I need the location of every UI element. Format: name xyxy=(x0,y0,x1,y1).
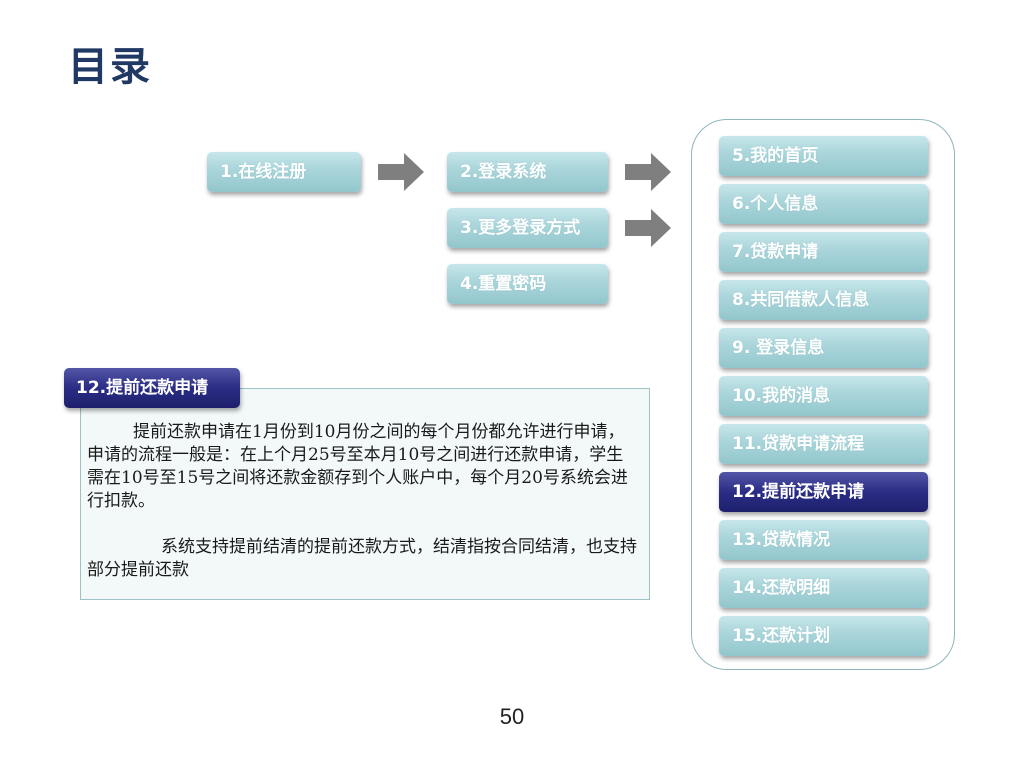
description-paragraph: 提前还款申请在1月份到10月份之间的每个月份都允许进行申请，申请的流程一般是：在… xyxy=(87,422,628,511)
nav-item-repayment-details[interactable]: 14.还款明细 xyxy=(719,568,928,608)
page-title: 目录 xyxy=(68,44,152,90)
page-number: 50 xyxy=(499,704,525,729)
step-reset-password-button[interactable]: 4.重置密码 xyxy=(447,264,608,304)
description-box: 提前还款申请在1月份到10月份之间的每个月份都允许进行申请，申请的流程一般是：在… xyxy=(80,388,650,600)
nav-item-home[interactable]: 5.我的首页 xyxy=(719,136,928,176)
description-paragraph: 系统支持提前结清的提前还款方式，结清指按合同结清，也支持部分提前还款 xyxy=(87,537,637,580)
step-login-button[interactable]: 2.登录系统 xyxy=(447,152,608,192)
nav-item-messages[interactable]: 10.我的消息 xyxy=(719,376,928,416)
nav-item-personal-info[interactable]: 6.个人信息 xyxy=(719,184,928,224)
nav-item-repayment-plan[interactable]: 15.还款计划 xyxy=(719,616,928,656)
nav-item-co-borrower-info[interactable]: 8.共同借款人信息 xyxy=(719,280,928,320)
right-arrow-icon xyxy=(625,209,671,247)
nav-item-loan-application[interactable]: 7.贷款申请 xyxy=(719,232,928,272)
nav-item-early-repayment[interactable]: 12.提前还款申请 xyxy=(719,472,928,512)
right-arrow-icon xyxy=(378,153,424,191)
nav-item-login-info[interactable]: 9. 登录信息 xyxy=(719,328,928,368)
nav-item-loan-process[interactable]: 11.贷款申请流程 xyxy=(719,424,928,464)
step-more-login-button[interactable]: 3.更多登录方式 xyxy=(447,208,608,248)
right-arrow-icon xyxy=(625,153,671,191)
step-register-button[interactable]: 1.在线注册 xyxy=(207,152,361,192)
section-tag: 12.提前还款申请 xyxy=(64,368,240,408)
nav-item-loan-status[interactable]: 13.贷款情况 xyxy=(719,520,928,560)
